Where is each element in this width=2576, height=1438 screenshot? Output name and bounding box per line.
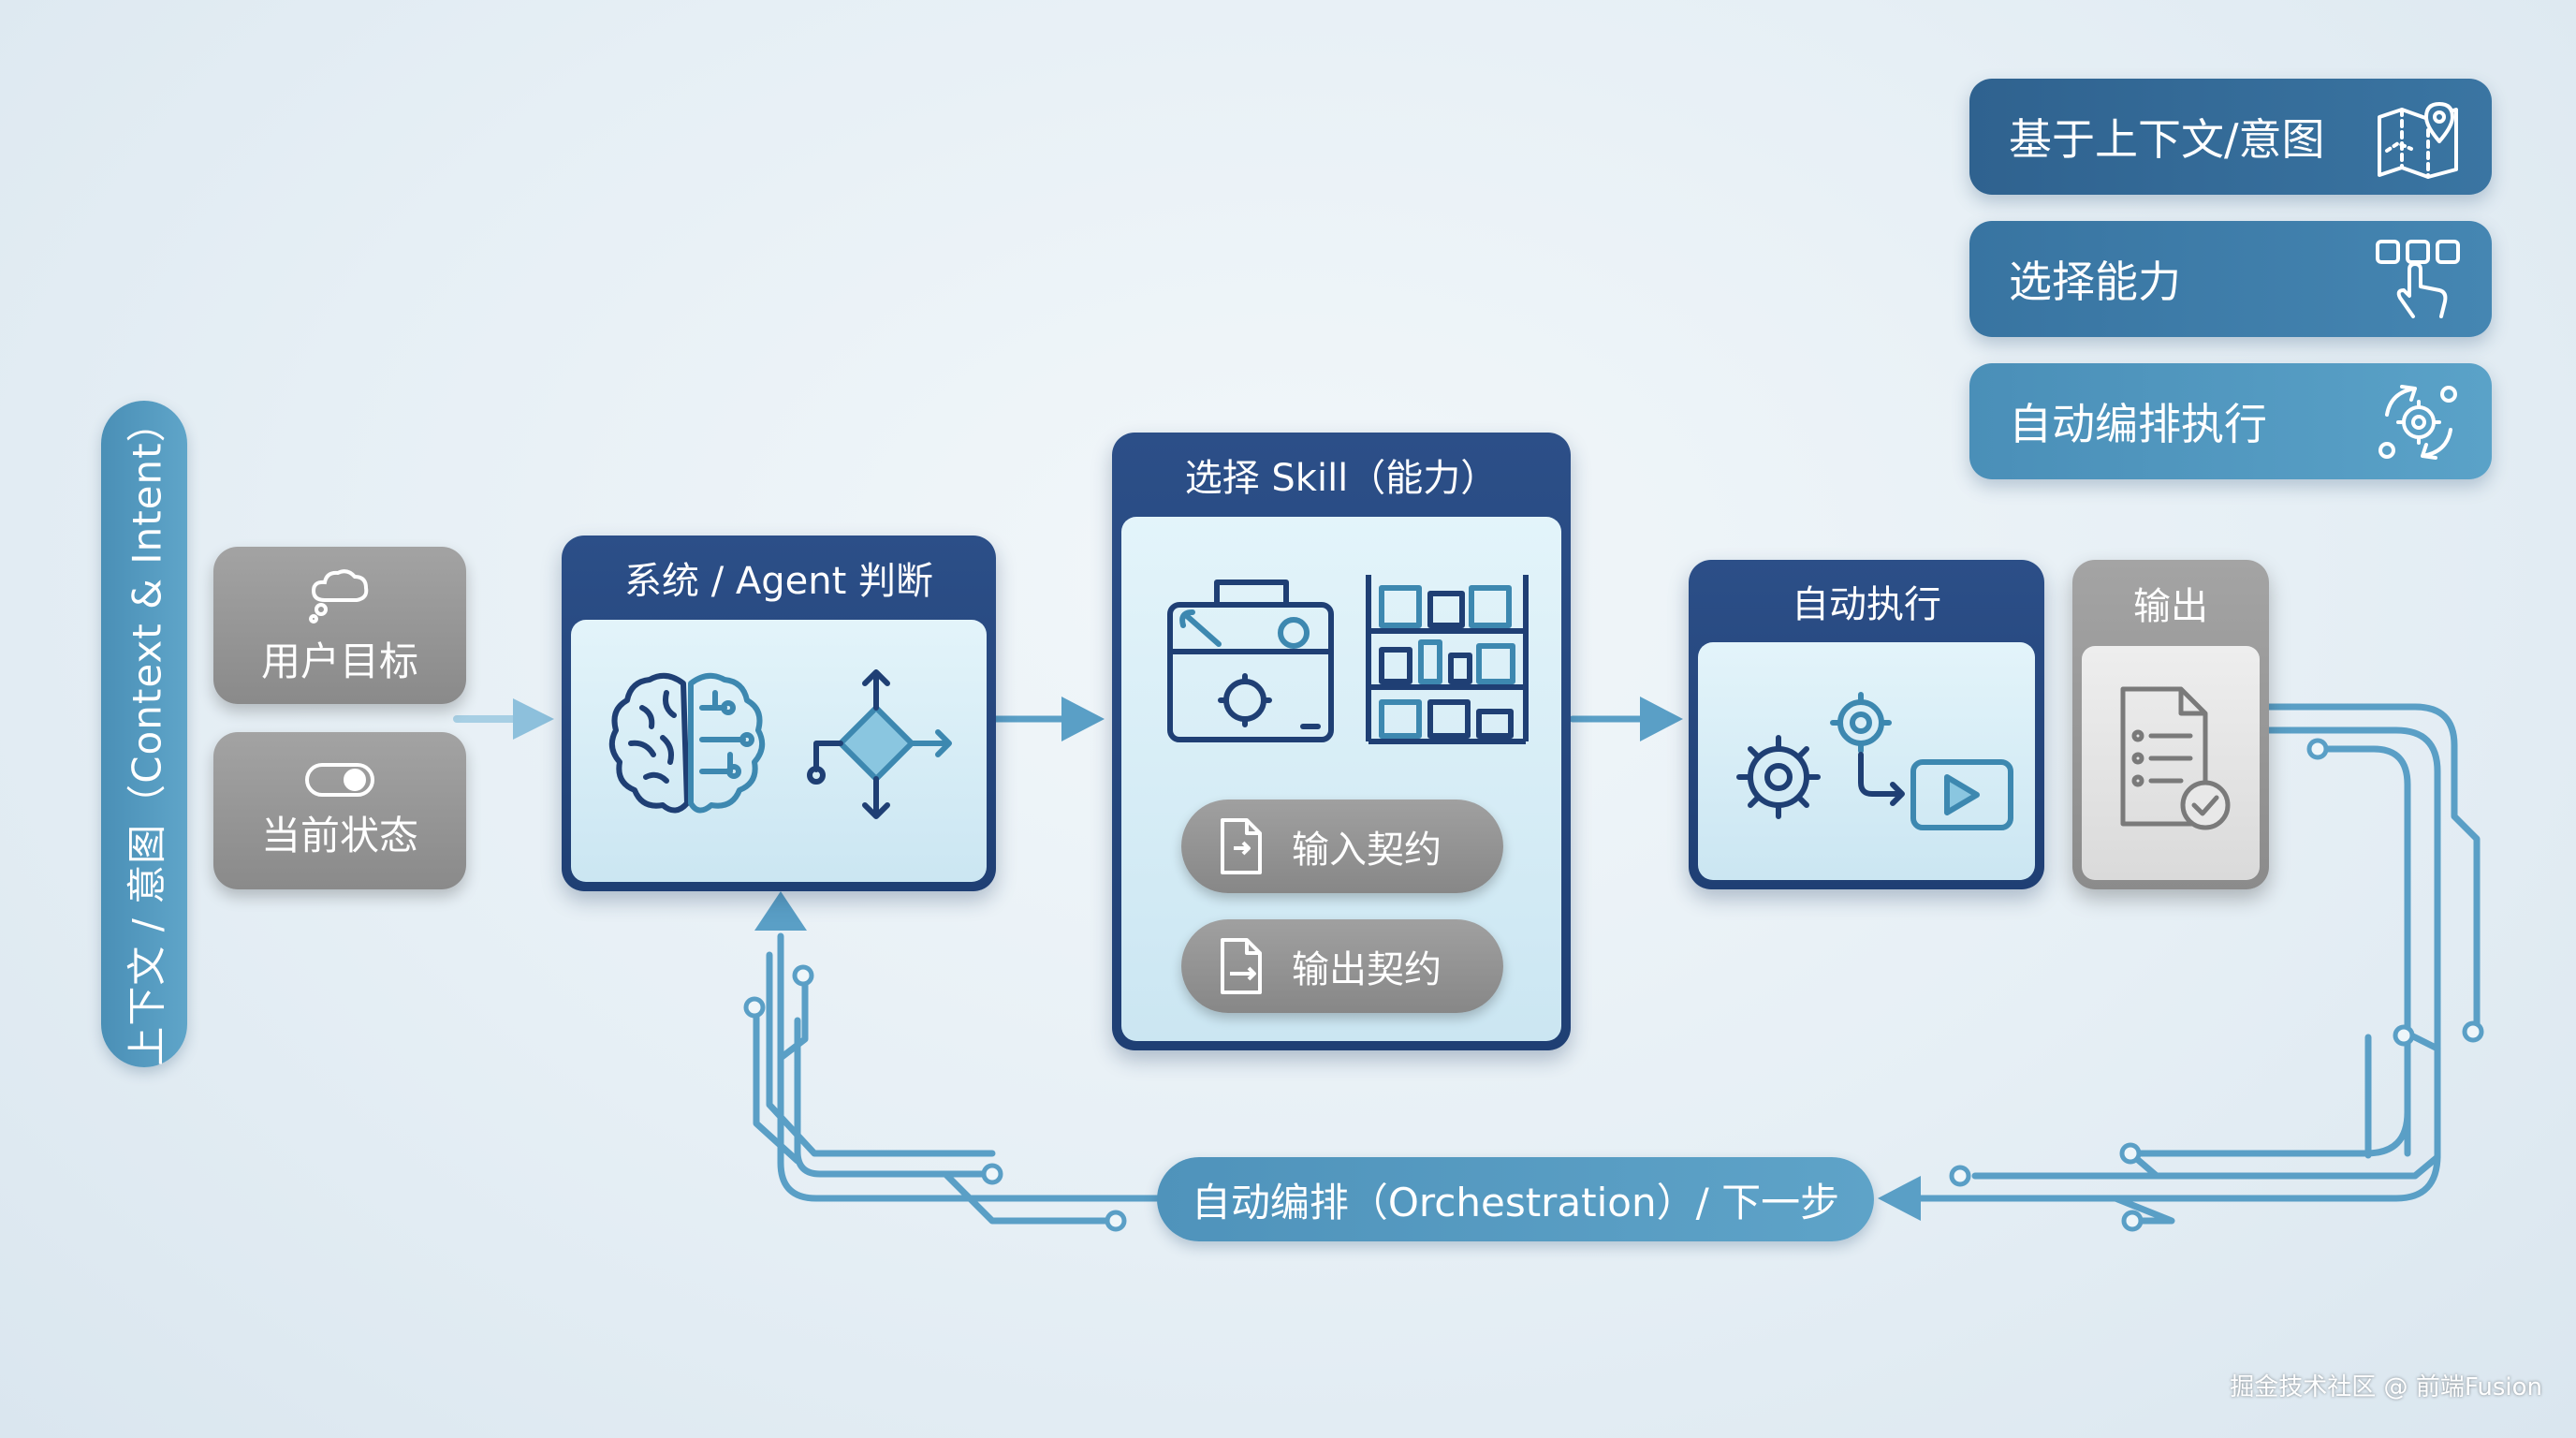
input-contract-pill: 输入契约	[1181, 800, 1503, 893]
select-skill-panel: 选择 Skill（能力）	[1112, 433, 1571, 1050]
watermark: 掘金技术社区 @ 前端Fusion	[2230, 1373, 2542, 1401]
legend-select-capability: 选择能力	[1969, 221, 2492, 337]
agent-judgement-title: 系统 / Agent 判断	[623, 560, 934, 603]
output-title: 输出	[2133, 585, 2208, 628]
tap-select-icon	[2376, 240, 2460, 318]
auto-execute-body	[1698, 642, 2035, 880]
document-import-icon	[1221, 818, 1262, 874]
legend-auto-orchestrate: 自动编排执行	[1969, 363, 2492, 479]
document-export-icon	[1221, 938, 1262, 994]
output-body	[2082, 646, 2260, 880]
legend-auto-orchestrate-label: 自动编排执行	[2009, 399, 2267, 449]
output-contract-pill: 输出契约	[1181, 919, 1503, 1013]
output-contract-label: 输出契约	[1292, 948, 1442, 991]
thought-cloud-icon	[309, 568, 369, 624]
auto-execute-panel: 自动执行	[1689, 560, 2044, 889]
legend-context-intent: 基于上下文/意图	[1969, 79, 2492, 195]
gears-run-icon	[1736, 692, 2013, 830]
brain-circuit-icon	[608, 672, 766, 814]
current-state-label: 当前状态	[260, 812, 418, 858]
agent-judgement-panel: 系统 / Agent 判断	[562, 536, 996, 891]
toggle-switch-icon	[305, 762, 374, 797]
legend-context-intent-label: 基于上下文/意图	[2009, 114, 2325, 165]
select-skill-title: 选择 Skill（能力）	[1184, 457, 1499, 500]
checked-document-icon	[2120, 686, 2231, 830]
select-skill-body: 输入契约 输出契约	[1121, 517, 1561, 1041]
component-shelf-icon	[1366, 575, 1529, 744]
context-intent-pill: 上下文 / 意图（Context & Intent）	[101, 401, 187, 1067]
user-goal-card: 用户目标	[213, 547, 466, 704]
map-pin-icon	[2378, 102, 2458, 179]
orchestration-next-step-pill: 自动编排（Orchestration）/ 下一步	[1157, 1157, 1874, 1241]
input-contract-label: 输入契约	[1292, 829, 1442, 872]
orchestration-label: 自动编排（Orchestration）/ 下一步	[1191, 1179, 1840, 1225]
decision-diamond-icon	[807, 669, 952, 819]
legend-select-capability-label: 选择能力	[2009, 257, 2181, 307]
current-state-card: 当前状态	[213, 732, 466, 889]
gear-cycle-icon	[2378, 385, 2457, 460]
context-intent-label: 上下文 / 意图（Context & Intent）	[124, 402, 170, 1066]
output-panel: 输出	[2072, 560, 2269, 889]
user-goal-label: 用户目标	[260, 638, 418, 684]
agent-judgement-body	[571, 620, 987, 882]
toolbox-icon	[1167, 580, 1334, 742]
auto-execute-title: 自动执行	[1792, 583, 1941, 626]
